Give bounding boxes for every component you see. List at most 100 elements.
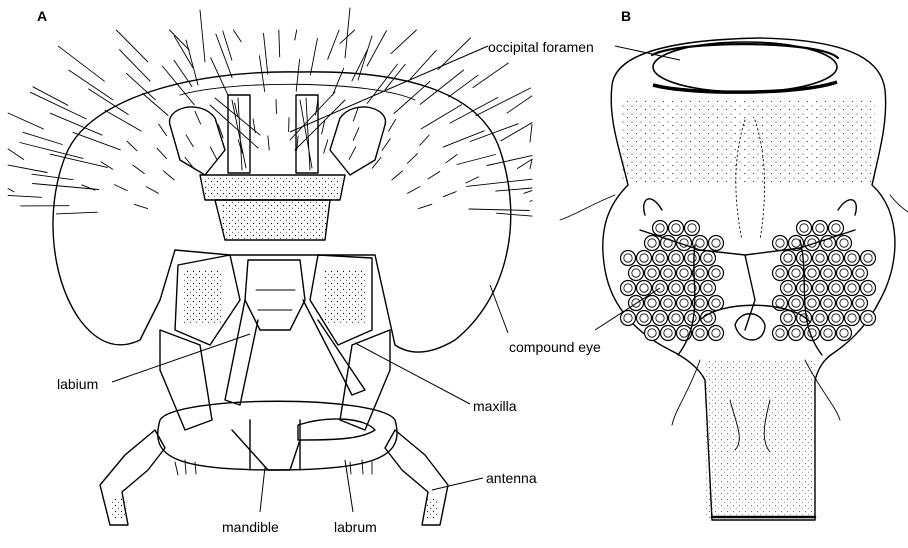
eye-facet (661, 296, 676, 311)
eye-facet (645, 326, 660, 341)
seta (324, 140, 328, 153)
seta (276, 100, 277, 114)
seta (467, 179, 533, 186)
seta (8, 149, 24, 160)
label-labrum: labrum (334, 519, 377, 535)
seta (517, 159, 532, 168)
eye-facet (653, 221, 668, 236)
seta (407, 154, 417, 164)
eye-facet (653, 251, 668, 266)
eye-facet (797, 311, 812, 326)
seta (394, 81, 430, 113)
eye-facet (669, 311, 684, 326)
seta (349, 147, 356, 159)
seta (20, 143, 83, 159)
seta (133, 165, 144, 173)
seta (496, 188, 532, 191)
seta (382, 139, 390, 151)
seta (446, 155, 457, 163)
eye-facet (861, 281, 876, 296)
seta (268, 136, 269, 150)
seta (162, 66, 194, 105)
eye-facet (797, 221, 812, 236)
seta (466, 177, 479, 183)
eye-facet (805, 296, 820, 311)
seta (216, 34, 232, 78)
seta (73, 132, 120, 149)
seta (367, 31, 386, 66)
eye-facet (701, 281, 716, 296)
eye-facet (837, 296, 852, 311)
label-occipital-foramen: occipital foramen (488, 39, 594, 55)
seta (8, 189, 14, 192)
eye-facet (773, 326, 788, 341)
seta (476, 88, 531, 116)
leader-labium (112, 334, 250, 382)
eye-facet (629, 266, 644, 281)
seta (186, 135, 193, 147)
eye-facet (837, 326, 852, 341)
eye-facet (669, 281, 684, 296)
seta (8, 195, 42, 197)
eye-facet (813, 311, 828, 326)
seta (119, 50, 150, 82)
eye-facet (829, 311, 844, 326)
eye-facet (845, 311, 860, 326)
seta (50, 113, 102, 135)
eye-facet (701, 251, 716, 266)
eye-facet (781, 251, 796, 266)
seta (421, 105, 461, 129)
seta (392, 171, 403, 180)
seta (210, 147, 217, 159)
eye-facet (837, 236, 852, 251)
panel-letter-b: B (621, 8, 631, 24)
seta (146, 187, 158, 194)
leader-mandible (260, 467, 265, 512)
eye-facet (637, 251, 652, 266)
seta (115, 185, 128, 191)
seta (8, 165, 47, 172)
seta (296, 59, 299, 91)
seta (23, 132, 62, 144)
eye-facet (621, 311, 636, 326)
seta (419, 204, 432, 208)
seta (420, 135, 430, 145)
eye-facet (829, 281, 844, 296)
eye-facet (821, 326, 836, 341)
eye-facet (645, 266, 660, 281)
label-antenna: antenna (486, 470, 537, 486)
seta (443, 192, 456, 197)
eye-facet (853, 266, 868, 281)
eye-facet (821, 266, 836, 281)
eye-facet (685, 251, 700, 266)
eye-facet (677, 296, 692, 311)
eye-facet (677, 266, 692, 281)
seta (310, 38, 317, 75)
seta (134, 204, 147, 208)
seta (163, 171, 174, 180)
eye-facet (853, 296, 868, 311)
eye-facet (813, 251, 828, 266)
eye-facet (709, 266, 724, 281)
seta (530, 124, 532, 142)
eye-facet (669, 251, 684, 266)
eye-facet (653, 311, 668, 326)
compound-eye-right (773, 221, 876, 341)
eye-facet (813, 221, 828, 236)
eye-facet (709, 326, 724, 341)
seta (143, 93, 169, 115)
seta (295, 30, 297, 40)
seta (159, 124, 167, 136)
eye-facet (685, 281, 700, 296)
seta (101, 162, 113, 170)
panel-letter-a: A (37, 8, 47, 24)
seta (8, 113, 44, 129)
eye-facet (709, 236, 724, 251)
seta (89, 89, 129, 115)
eye-facet (669, 221, 684, 236)
eye-facet (845, 281, 860, 296)
compound-eye-left (621, 221, 724, 341)
panel-b-drawing (560, 38, 908, 520)
seta (501, 123, 532, 141)
